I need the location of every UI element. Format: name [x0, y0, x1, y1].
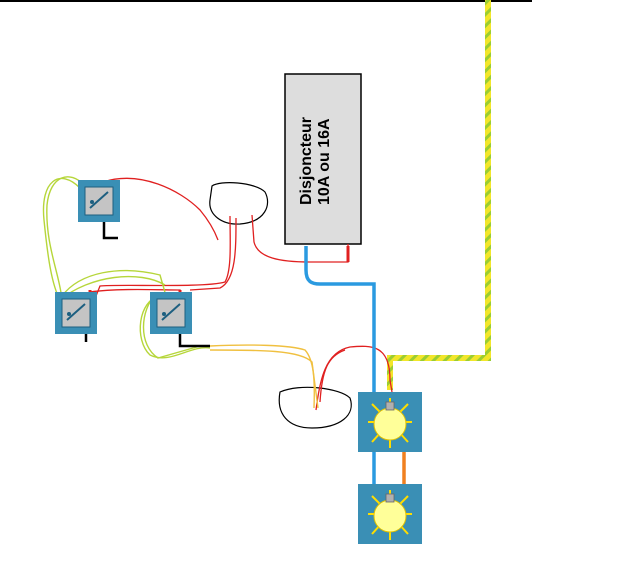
switch-top-left[interactable]: [78, 180, 120, 222]
junction-box-lower: [278, 386, 352, 429]
lamp-upper: [358, 392, 422, 452]
switch-middle-left[interactable]: [55, 292, 97, 334]
switch-legs: [84, 222, 210, 348]
circuit-breaker: Disjoncteur 10A ou 16A: [284, 73, 362, 245]
neutral-wire: [304, 246, 376, 484]
switch-middle-right[interactable]: [150, 292, 192, 334]
phase-wires: [89, 177, 393, 411]
junction-box-upper: [209, 182, 269, 225]
breaker-box: [284, 73, 362, 245]
lamp-lower: [358, 484, 422, 544]
breaker-label-line1: Disjoncteur: [298, 117, 315, 205]
earth-wire: [387, 0, 491, 390]
switch-wires: [209, 344, 319, 409]
svg-text:Disjoncteur 10A ou 16A: Disjoncteur 10A ou 16A: [298, 113, 333, 205]
breaker-label-line2: 10A ou 16A: [316, 118, 333, 205]
